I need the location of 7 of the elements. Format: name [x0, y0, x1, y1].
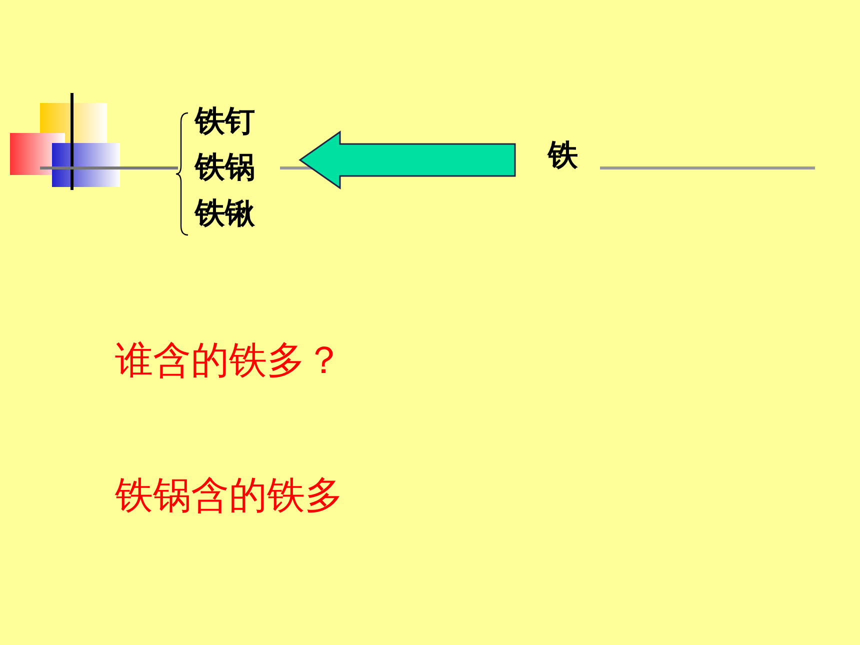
node-text: 铁锅	[195, 149, 255, 187]
node-text: 铁钉	[195, 103, 255, 141]
question-text: 谁含的铁多？	[115, 337, 343, 384]
block-arrow	[298, 130, 516, 190]
node-text: 铁	[548, 137, 578, 175]
node-text: 铁锹	[195, 195, 255, 233]
answer-text: 铁锅含的铁多	[115, 472, 343, 519]
